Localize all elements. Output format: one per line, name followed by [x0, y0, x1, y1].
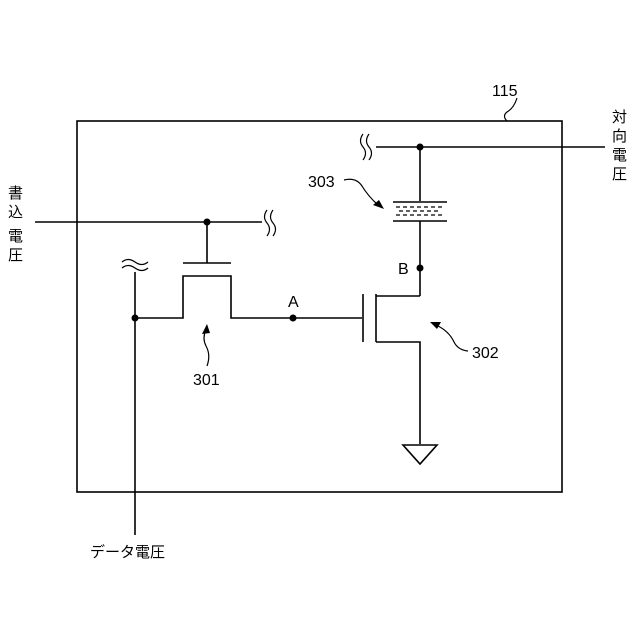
data-voltage-label: データ電圧: [90, 543, 165, 561]
node-b-label: B: [398, 261, 409, 278]
ground-icon: [403, 445, 437, 464]
node-b-dot: [417, 265, 424, 272]
write-voltage-char-2: 込: [8, 203, 23, 221]
write-voltage-char-1: 書: [8, 184, 23, 202]
transistor-301-ref-label: 301: [193, 372, 220, 389]
transistor-302-leader-arrow: [430, 322, 441, 329]
node-a-label: A: [288, 294, 299, 311]
write-voltage-break-mark: [265, 210, 276, 236]
counter-voltage-char-1: 対: [612, 108, 627, 126]
transistor-301-leader-arrow: [202, 324, 210, 334]
counter-voltage-char-2: 向: [612, 127, 627, 145]
data-voltage-break-mark: [122, 260, 148, 271]
liquid-crystal-element: [393, 202, 447, 221]
transistor-302-leader: [436, 325, 468, 351]
transistor-301-leader: [204, 330, 209, 366]
liquid-crystal-ref-label: 303: [308, 174, 335, 191]
write-voltage-char-3: 電: [8, 227, 23, 245]
write-voltage-char-4: 圧: [8, 246, 23, 264]
transistor-302-ref-label: 302: [472, 345, 499, 362]
counter-voltage-char-4: 圧: [612, 165, 627, 183]
box-ref-leader: [505, 98, 518, 121]
transistor-301-channel: [135, 276, 362, 318]
node-a-dot: [290, 315, 297, 322]
counter-voltage-break-mark: [361, 134, 372, 160]
liquid-crystal-leader: [344, 179, 378, 205]
box-ref-label: 115: [492, 83, 518, 100]
counter-voltage-char-3: 電: [612, 146, 627, 164]
transistor-302-source: [376, 342, 420, 444]
